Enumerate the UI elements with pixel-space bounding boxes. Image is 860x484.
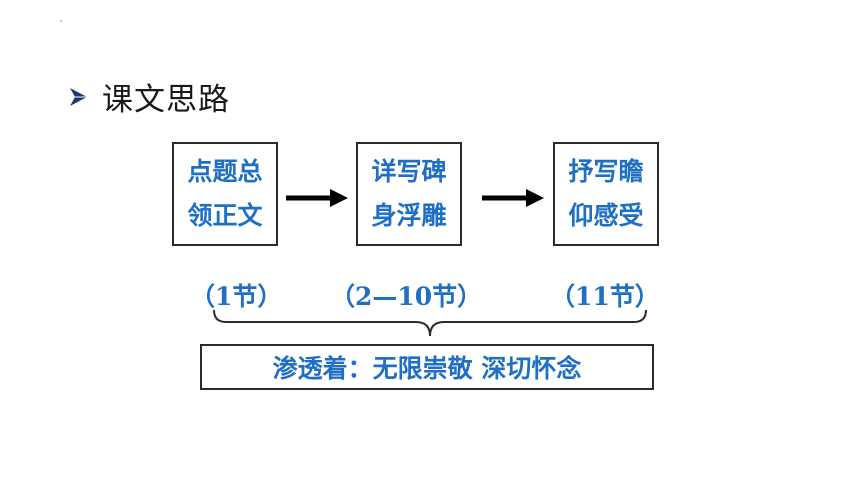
step-3-line-2: 仰感受 xyxy=(568,201,644,230)
curly-brace-icon xyxy=(213,309,647,337)
right-arrow-icon xyxy=(482,189,544,207)
step-box-2: 详写碑 身浮雕 xyxy=(356,142,462,246)
section-label-3: （11节） xyxy=(550,282,660,311)
summary-box: 渗透着：无限崇敬 深切怀念 xyxy=(200,344,654,390)
step-1-line-1: 点题总 xyxy=(187,157,263,186)
section-heading: 课文思路 xyxy=(68,74,230,119)
decorative-dot xyxy=(60,20,62,22)
right-arrow-icon xyxy=(286,189,348,207)
step-box-1: 点题总 领正文 xyxy=(172,142,278,246)
step-2-line-1: 详写碑 xyxy=(371,157,447,186)
step-3-line-1: 抒写瞻 xyxy=(568,157,644,186)
heading-text: 课文思路 xyxy=(102,82,230,118)
triangle-bullet-icon xyxy=(70,87,87,106)
step-1-line-2: 领正文 xyxy=(187,201,263,230)
step-2-line-2: 身浮雕 xyxy=(371,201,447,230)
section-label-2: （2—10节） xyxy=(330,282,483,311)
step-box-3: 抒写瞻 仰感受 xyxy=(553,142,659,246)
section-label-1: （1节） xyxy=(190,282,283,311)
summary-text: 渗透着：无限崇敬 深切怀念 xyxy=(272,354,582,383)
